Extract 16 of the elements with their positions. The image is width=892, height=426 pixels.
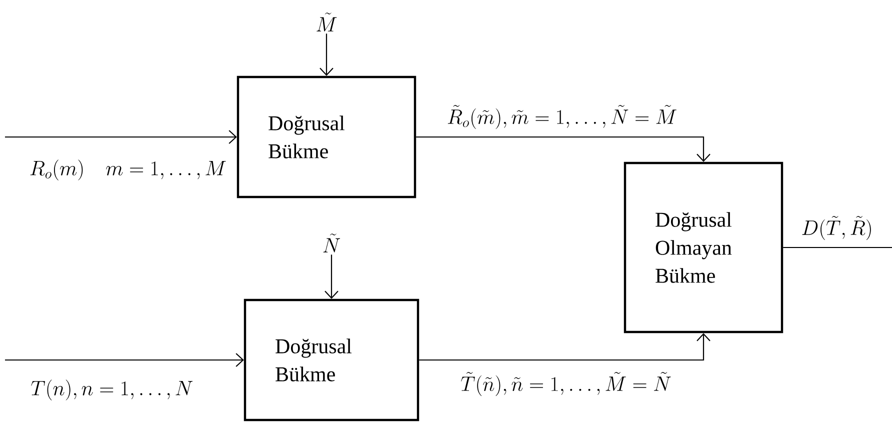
arrow (419, 333, 710, 361)
arrow (5, 353, 244, 367)
arrow (320, 34, 334, 76)
edge-label: $D(\tilde{T},\tilde{R})$ (800, 215, 874, 242)
arrow (324, 254, 338, 299)
process-box: Doğrusal Bükme (244, 298, 420, 422)
input-symbol: $\tilde{N}$ (323, 234, 340, 252)
process-box: Doğrusal Olmayan Bükme (624, 162, 784, 334)
edge-label: $R_o(m)\quad m=1,\ldots,M$ (28, 158, 228, 182)
arrow (416, 136, 710, 162)
arrow (5, 130, 237, 144)
input-symbol: $\tilde{M}$ (316, 12, 337, 32)
edge-label: $\tilde{R}_o(\tilde{m}),\tilde{m}=1,\ldots,\tilde{N}=\tilde{M}$ (446, 104, 678, 130)
edge-label: $\tilde{T}(\tilde{n}),\tilde{n}=1,\ldots,\tilde{M}=\tilde{N}$ (460, 371, 672, 398)
process-box: Doğrusal Bükme (236, 76, 416, 198)
edge-label: $T(n),n=1,\ldots,N$ (30, 378, 194, 402)
